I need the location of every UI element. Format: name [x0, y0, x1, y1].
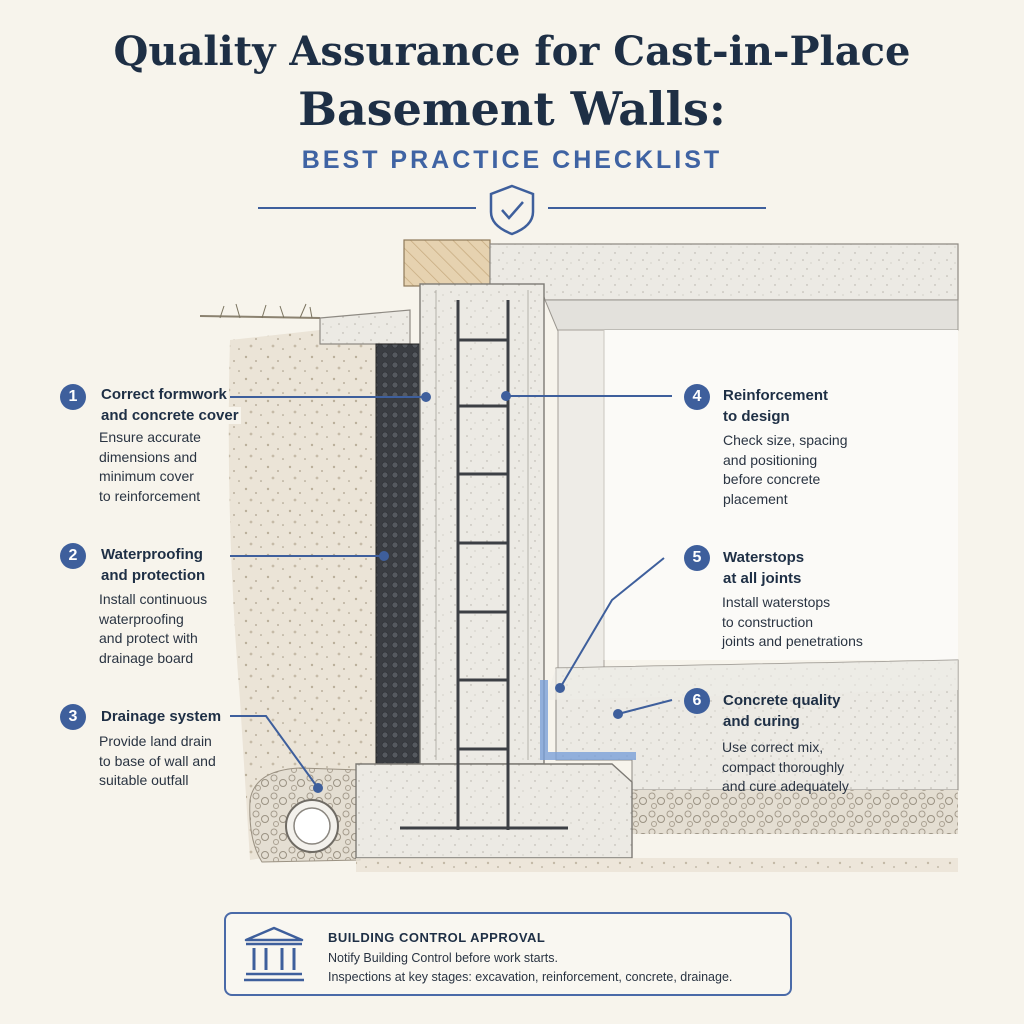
callout-1-number: 1 [60, 384, 86, 410]
callout-4-body: Check size, spacing and positioning befo… [723, 431, 848, 509]
callout-2-title: Waterproofing and protection [99, 544, 208, 586]
callout-1-body-line: to reinforcement [99, 487, 201, 504]
callout-6-body: Use correct mix, compact thoroughly and … [722, 738, 849, 797]
callout-2-title-line-2: and protection [99, 567, 208, 584]
callout-6-title-line-1: Concrete quality [723, 692, 841, 709]
page-subtitle: BEST PRACTICE CHECKLIST [301, 146, 723, 174]
callout-5-body-line: to construction [722, 613, 814, 630]
callout-3-body: Provide land drain to base of wall and s… [99, 732, 216, 791]
approval-title: BUILDING CONTROL APPROVAL [328, 930, 546, 945]
callout-6-body-line: compact thoroughly [722, 758, 845, 775]
callout-1-title-line-2: and concrete cover [99, 407, 241, 424]
shield-check-icon [489, 184, 535, 236]
callout-3-number: 3 [60, 704, 86, 730]
approval-line-1: Notify Building Control before work star… [328, 951, 558, 965]
callout-4-title: Reinforcement to design [723, 385, 828, 427]
callout-4-body-line: and positioning [723, 451, 818, 468]
callout-5-number: 5 [684, 545, 710, 571]
callout-5-title-line-2: at all joints [723, 570, 802, 587]
callout-2-body-line: and protect with [99, 630, 198, 646]
callout-6-title: Concrete quality and curing [723, 690, 841, 732]
callout-2-body-line: waterproofing [99, 610, 184, 627]
callout-6-number: 6 [684, 688, 710, 714]
callout-3-title-line-1: Drainage system [99, 708, 224, 725]
callout-5-body: Install waterstops to construction joint… [722, 593, 863, 652]
callout-6-title-line-2: and curing [723, 713, 800, 730]
callout-5-title-line-1: Waterstops [723, 549, 805, 566]
callout-2-body-line: drainage board [99, 649, 194, 666]
land-drain-pipe [285, 799, 339, 853]
callout-1-title-line-1: Correct formwork [99, 386, 229, 403]
callout-4-body-line: Check size, spacing [723, 432, 848, 448]
callout-4-title-line-2: to design [723, 408, 790, 425]
approval-line-2: Inspections at key stages: excavation, r… [328, 970, 733, 984]
callout-1-body-line: minimum cover [99, 468, 194, 484]
callout-3-title: Drainage system [99, 706, 224, 727]
callout-1-body: Ensure accurate dimensions and minimum c… [99, 428, 201, 506]
callout-5-body-line: joints and penetrations [722, 633, 863, 649]
callout-2-title-line-1: Waterproofing [99, 546, 205, 563]
callout-3-body-line: to base of wall and [99, 752, 216, 769]
callout-4-title-line-1: Reinforcement [723, 387, 829, 404]
callout-2-number: 2 [60, 543, 86, 569]
callout-1-body-line: Ensure accurate [99, 429, 201, 445]
callout-3-body-line: suitable outfall [99, 772, 189, 788]
callout-4-body-line: placement [723, 490, 788, 507]
callout-3-body-line: Provide land drain [99, 733, 212, 749]
callout-6-body-line: and cure adequately [722, 778, 849, 794]
callout-2-body-line: Install continuous [99, 591, 208, 607]
callout-4-body-line: before concrete [723, 471, 821, 487]
callout-4-number: 4 [684, 384, 710, 410]
building-control-approval-box: BUILDING CONTROL APPROVAL Notify Buildin… [224, 912, 792, 996]
callout-2-body: Install continuous waterproofing and pro… [99, 590, 207, 668]
building-columns-icon [244, 926, 304, 982]
callout-6-body-line: Use correct mix, [722, 739, 824, 755]
callout-5-title: Waterstops at all joints [723, 547, 804, 589]
page-title-line-2: Basement Walls: [298, 82, 726, 136]
rebar-cage [400, 300, 568, 830]
callout-1-title: Correct formwork and concrete cover [99, 384, 241, 426]
callout-1-body-line: dimensions and [99, 448, 198, 465]
page-title-line-1: Quality Assurance for Cast-in-Place [113, 28, 911, 75]
callout-5-body-line: Install waterstops [722, 594, 831, 610]
